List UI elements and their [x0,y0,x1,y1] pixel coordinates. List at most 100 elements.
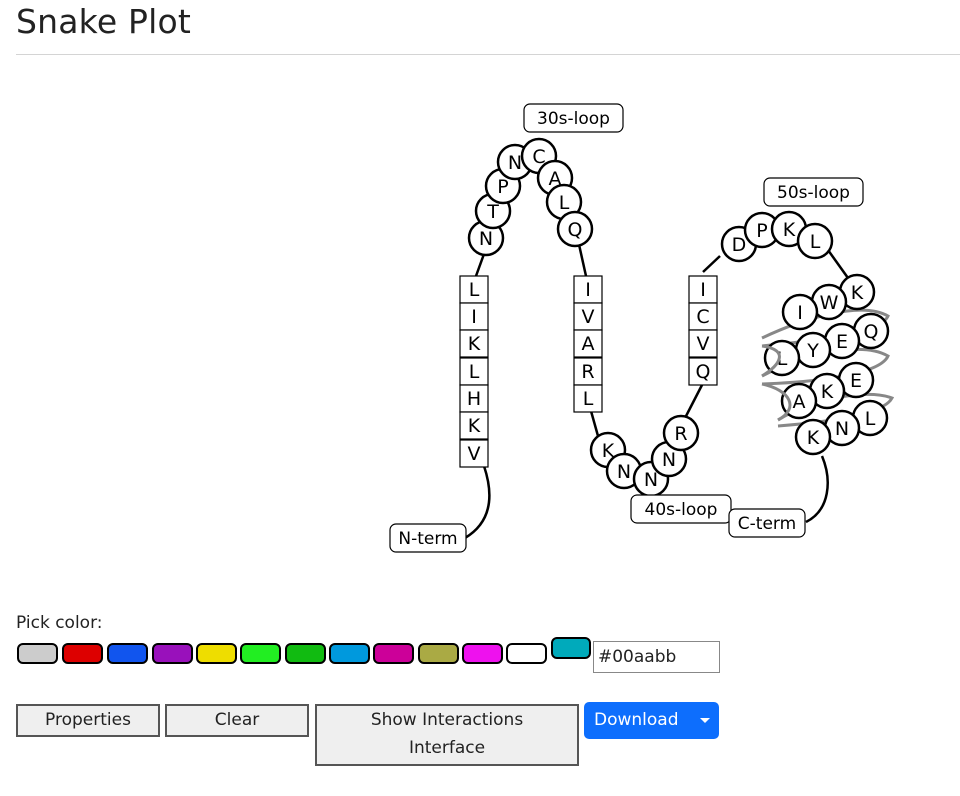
color-swatch[interactable] [329,643,370,664]
show-interactions-button[interactable]: Show Interactions Interface [315,704,579,766]
residue-box[interactable]: R [573,357,603,386]
helix-ribbon-front [761,344,792,422]
residue-box[interactable]: K [459,329,489,358]
color-swatch[interactable] [152,643,193,664]
residue-circle[interactable]: N [467,219,505,257]
page-title: Snake Plot [16,2,192,41]
residue-letter: L [777,348,788,370]
residue-letter: E [850,370,862,392]
properties-button[interactable]: Properties [16,704,160,737]
loop-40s-label-box [630,494,732,524]
residue-box-shape [688,302,718,331]
residue-letter: K [807,427,820,449]
residue-letter: I [585,279,591,301]
clear-button[interactable]: Clear [165,704,309,737]
n-term-label-text: N-term [398,529,457,549]
residue-letter: N [662,449,676,471]
color-swatch[interactable] [285,643,326,664]
color-swatch[interactable] [240,643,281,664]
residue-box[interactable]: A [573,329,603,358]
color-hex-input[interactable] [593,641,720,673]
residue-box[interactable]: L [573,384,603,413]
residue-letter: L [865,408,876,430]
residue-circle-shape [796,222,834,260]
residue-box[interactable]: V [688,329,718,358]
residue-letter: T [486,201,499,223]
residue-letter: C [696,306,709,328]
residue-letter: N [644,469,658,491]
residue-box[interactable]: Q [688,357,718,386]
residue-circle-shape [556,210,594,248]
color-swatch[interactable] [373,643,414,664]
residue-letter: K [821,381,834,403]
residue-letter: I [700,279,706,301]
residue-box[interactable]: L [459,275,489,304]
residue-circle[interactable]: R [662,414,700,452]
residue-box-shape [459,329,489,358]
download-button[interactable]: Download [584,702,719,739]
color-swatch[interactable] [462,643,503,664]
residue-circle[interactable]: W [810,283,848,321]
residue-circle[interactable]: Y [794,331,832,369]
color-swatch[interactable] [506,643,547,664]
residue-letter: D [732,234,747,256]
residue-box[interactable]: V [459,439,489,468]
residue-box[interactable]: L [459,357,489,386]
residue-letter: K [468,333,481,355]
residue-box[interactable]: K [459,411,489,440]
residue-letter: N [508,152,522,174]
residue-circle-shape [794,418,832,456]
residue-circle[interactable]: N [823,409,861,447]
residue-box-shape [573,275,603,304]
residue-box[interactable]: I [573,275,603,304]
color-swatch[interactable] [196,643,237,664]
residue-box[interactable]: H [459,384,489,413]
residue-box[interactable]: V [573,302,603,331]
residue-box-shape [459,357,489,386]
loop-40s-label: 40s-loop [630,494,732,524]
residue-letter: L [469,361,480,383]
residue-letter: K [783,219,796,241]
color-swatch[interactable] [17,643,58,664]
residue-circle[interactable]: K [794,418,832,456]
residue-circle[interactable]: L [851,399,889,437]
download-label: Download [594,710,679,730]
residue-circle[interactable]: E [837,361,875,399]
residue-letter: E [836,331,848,353]
residue-letter: W [820,292,839,314]
residue-circle[interactable]: I [781,293,819,331]
residue-box-shape [459,411,489,440]
residue-letter: P [497,176,508,198]
residue-circle[interactable]: K [808,372,846,410]
color-swatch[interactable] [418,643,459,664]
residue-letter: I [471,306,477,328]
residue-box-shape [688,275,718,304]
residue-circle[interactable]: L [796,222,834,260]
residue-box-shape [573,357,603,386]
residue-box-shape [573,384,603,413]
color-swatch[interactable] [551,637,591,659]
color-swatch[interactable] [62,643,103,664]
residue-letter: L [559,192,570,214]
residue-box-shape [688,329,718,358]
backbone-line [464,465,491,540]
residue-letter: N [479,228,493,250]
color-swatch[interactable] [107,643,148,664]
residue-circle[interactable]: Q [556,210,594,248]
residue-letter: K [851,282,864,304]
loop-30s-label: 30s-loop [523,103,624,133]
residue-box[interactable]: I [459,302,489,331]
residue-letter: I [797,302,803,324]
residue-letter: N [835,418,849,440]
residue-circle-shape [662,414,700,452]
backbone-line [826,249,850,279]
residue-letter: Q [864,321,879,343]
residue-letter: Y [806,340,819,362]
residue-box[interactable]: C [688,302,718,331]
residue-letter: K [602,440,615,462]
backbone-line [805,455,829,524]
residue-letter: A [793,391,806,413]
pick-color-label: Pick color: [16,613,103,633]
residue-box[interactable]: I [688,275,718,304]
